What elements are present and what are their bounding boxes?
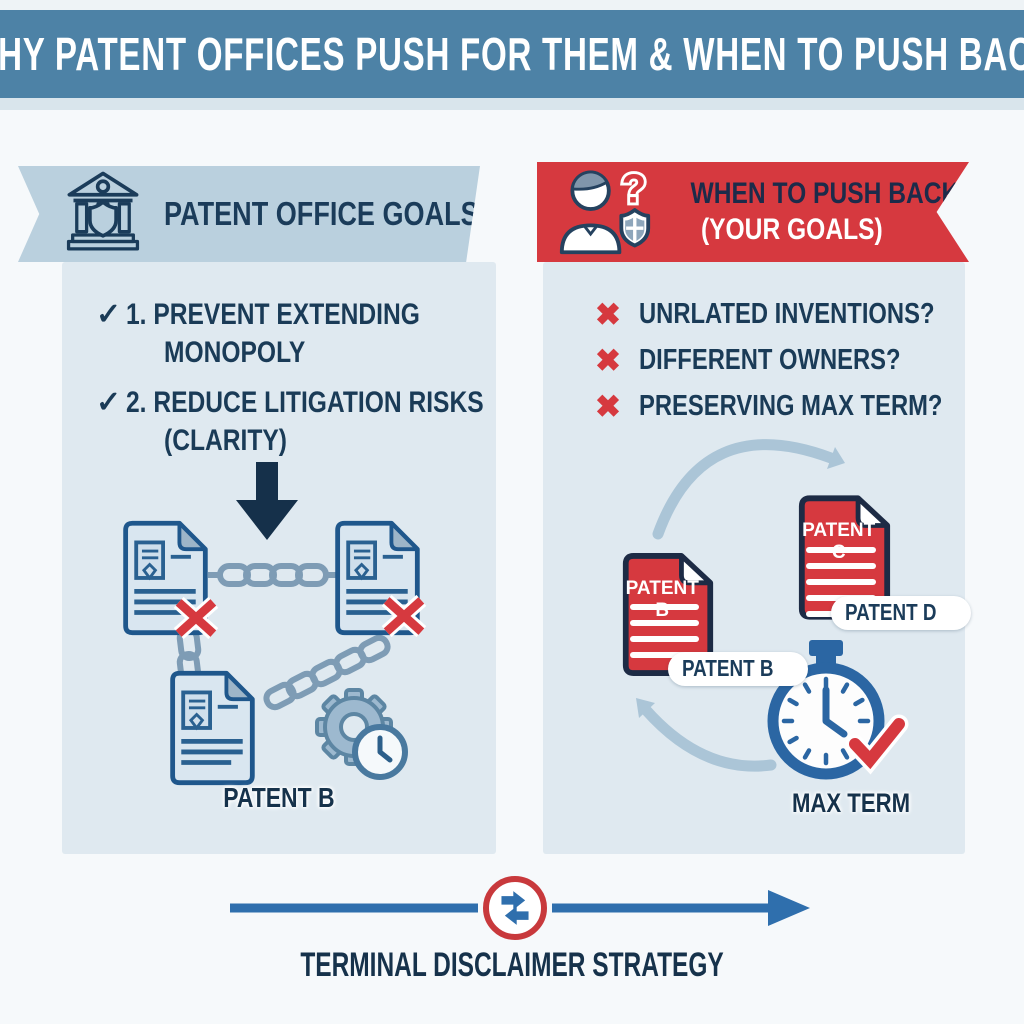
red-x-icon [170,592,222,644]
right-ribbon-title: WHEN TO PUSH BACK (YOUR GOALS) [690,177,960,246]
list-item: ✖ PRESERVING MAX TERM? [595,388,1009,425]
header-underline [0,98,1024,110]
goal-text: 1. PREVENT EXTENDING [126,298,420,331]
stopwatch-icon [767,640,909,780]
check-icon: ✓ [96,386,122,419]
red-patent-document: PATENT C [796,492,893,623]
gear-clock-icon [315,688,408,780]
goal-text: MONOPOLY [164,336,306,369]
x-mark-icon: ✖ [595,389,621,424]
patent-d-pill-label: PATENT D [831,596,971,630]
patent-b-pill-label: PATENT B [668,652,808,686]
check-icon: ✓ [96,298,122,331]
down-arrow-icon [236,462,298,540]
question-text: DIFFERENT OWNERS? [639,344,901,376]
push-back-questions-list: ✖ UNRLATED INVENTIONS? ✖ DIFFERENT OWNER… [595,296,1009,434]
left-ribbon-title: PATENT OFFICE GOALS [164,195,479,232]
shield-icon [88,199,118,238]
red-x-icon [378,590,430,642]
patent-office-goals-list: ✓ 1. PREVENT EXTENDING MONOPOLY ✓ 2. RED… [96,296,562,472]
top-strip [0,0,1024,10]
list-item: ✓ 1. PREVENT EXTENDING MONOPOLY [96,296,562,372]
flow-arrow-icon [230,890,810,926]
x-mark-icon: ✖ [595,297,621,332]
question-text: UNRLATED INVENTIONS? [639,298,935,330]
list-item: ✓ 2. REDUCE LITIGATION RISKS (CLARITY) [96,384,562,460]
list-item: ✖ UNRLATED INVENTIONS? [595,296,1009,333]
page-title: WHY PATENT OFFICES PUSH FOR THEM & WHEN … [0,28,1024,80]
patent-document-icon [164,668,260,786]
footer-title: TERMINAL DISCLAIMER STRATEGY [300,946,724,984]
patent-b-label: PATENT B [223,782,335,813]
goal-text: (CLARITY) [164,424,287,457]
chain-icon [176,563,391,711]
doc-text-lines [629,604,699,668]
left-panel: ✓ 1. PREVENT EXTENDING MONOPOLY ✓ 2. RED… [62,262,496,854]
left-ribbon: PATENT OFFICE GOALS [18,166,480,262]
x-mark-icon: ✖ [595,343,621,378]
right-panel: ✖ UNRLATED INVENTIONS? ✖ DIFFERENT OWNER… [543,262,971,854]
person-icon: ? [549,162,661,262]
bank-icon [62,169,144,260]
goal-text: 2. REDUCE LITIGATION RISKS [126,386,484,419]
right-ribbon: ? WHEN TO PUSH BACK (YOUR GOALS) [537,162,969,262]
max-term-label: MAX TERM [791,788,911,818]
swap-icon [483,876,547,940]
curved-arrow-icon [636,439,845,772]
question-text: PRESERVING MAX TERM? [639,390,943,422]
list-item: ✖ DIFFERENT OWNERS? [595,342,1009,379]
header-banner: WHY PATENT OFFICES PUSH FOR THEM & WHEN … [0,10,1024,98]
question-mark-icon: ? [621,165,646,211]
